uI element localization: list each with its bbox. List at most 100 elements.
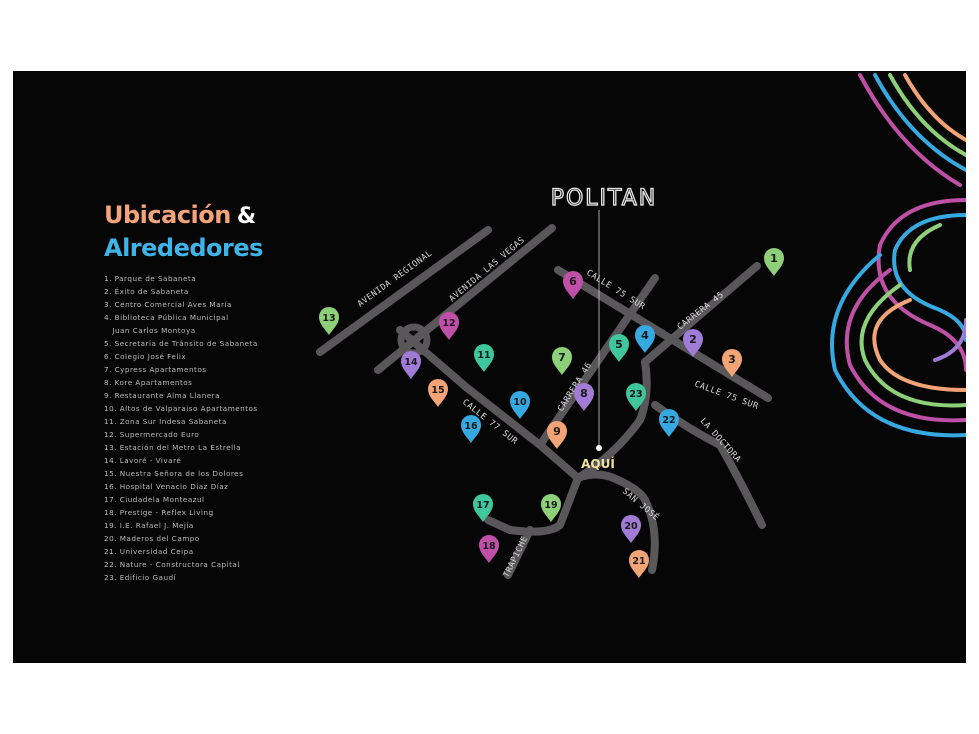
marker-number: 4 [641,329,649,342]
marker-number: 23 [629,389,642,400]
marker-16[interactable]: 16 [461,415,481,443]
marker-18[interactable]: 18 [479,535,499,563]
legend-item: 22. Nature - Constructora Capital [104,560,240,569]
politan-location-dot [596,445,602,451]
map-pin-icon [541,494,561,522]
title-alrededores: Alrededores [104,234,263,262]
legend-item: 18. Prestige - Reflex Living [104,508,214,517]
marker-19[interactable]: 19 [541,494,561,522]
legend-item: 7. Cypress Apartamentos [104,365,207,374]
street-avenida-las-vegas: AVENIDA LAS VEGAS [448,235,528,304]
map-pin-icon [626,382,646,411]
legend-item: 4. Biblioteca Pública Municipal [104,313,229,322]
legend-item: 6. Colegio José Felix [104,352,187,361]
marker-number: 14 [404,357,418,368]
marker-5[interactable]: 5 [609,334,629,362]
marker-3[interactable]: 3 [722,349,742,377]
map-pin-icon [609,334,629,362]
map-pin-icon [635,325,655,353]
map-pin-icon [461,415,481,443]
legend-item: 15. Nuestra Señora de los Dolores [104,469,244,478]
marker-number: 2 [689,333,697,346]
map-pin-icon [563,271,583,299]
marker-number: 18 [482,541,496,552]
marker-number: 15 [431,385,444,396]
roads [316,224,772,579]
marker-7[interactable]: 7 [552,347,572,375]
map-pin-icon [428,379,448,407]
marker-11[interactable]: 11 [474,344,494,372]
legend-item: 17. Ciudadela Monteazul [104,495,205,504]
marker-number: 8 [580,387,588,400]
marker-number: 11 [477,350,490,361]
map-pin-icon [722,349,742,377]
marker-15[interactable]: 15 [428,379,448,407]
legend-item: 9. Restaurante Alma Llanera [104,391,221,400]
legend-item: 13. Estación del Metro La Estrella [104,443,242,452]
legend-item: 16. Hospital Venacio Díaz Díaz [104,482,229,491]
legend-item: 1. Parque de Sabaneta [104,274,197,283]
legend-item: Juan Carlos Montoya [104,326,196,335]
map-pin-icon [683,329,703,357]
map-pin-icon [439,312,459,340]
marker-2[interactable]: 2 [683,329,703,357]
marker-9[interactable]: 9 [547,421,567,449]
marker-number: 16 [464,421,478,432]
map-pin-icon [473,494,493,522]
legend-item: 8. Kore Apartamentos [104,378,193,387]
marker-23[interactable]: 23 [626,382,646,411]
map-pin-icon [510,391,530,419]
marker-6[interactable]: 6 [563,271,583,299]
marker-number: 22 [662,415,675,426]
title-line1: Ubicación [104,201,231,229]
title-ampersand: & [236,204,256,229]
marker-4[interactable]: 4 [635,325,655,353]
marker-number: 17 [476,500,489,511]
map-pin-icon [474,344,494,372]
marker-10[interactable]: 10 [510,391,530,419]
map-pin-icon [574,383,594,411]
map-panel: Ubicación& Alrededores 1. Parque de Saba… [13,71,966,663]
marker-number: 12 [442,318,455,329]
marker-14[interactable]: 14 [401,351,421,379]
marker-12[interactable]: 12 [439,312,459,340]
politan-logo: POLITAN [551,186,658,211]
marker-13[interactable]: 13 [319,307,339,335]
map-pin-icon [401,351,421,379]
marker-17[interactable]: 17 [473,494,493,522]
marker-number: 5 [615,338,623,351]
marker-number: 19 [544,500,557,511]
places-legend: 1. Parque de Sabaneta 2. Éxito de Sabanet… [104,272,258,584]
marker-number: 10 [513,397,527,408]
legend-item: 11. Zona Sur Indesa Sabaneta [104,417,227,426]
street-trapiche: TRAPICHE [502,535,531,580]
marker-number: 6 [569,275,577,288]
here-label: AQUÍ [581,456,615,471]
map-pin-icon [659,409,679,437]
legend-item: 10. Altos de Valparaiso Apartamentos [104,404,258,413]
map-pin-icon [319,307,339,335]
legend-item: 3. Centro Comercial Aves María [104,300,232,309]
title-ubicacion: Ubicación& [104,201,256,229]
marker-20[interactable]: 20 [621,514,642,543]
legend-item: 2. Éxito de Sabaneta [104,287,189,296]
legend-item: 20. Maderos del Campo [104,534,200,543]
marker-number: 1 [770,252,778,265]
marker-number: 20 [624,521,638,532]
map-pin-icon [764,248,784,276]
street-carrera-45: CARRERA 45 [676,290,726,332]
marker-1[interactable]: 1 [764,248,784,276]
marker-21[interactable]: 21 [629,550,649,578]
legend-item: 19. I.E. Rafael J. Mejía [104,521,194,530]
map-pin-icon [552,347,572,375]
legend-item: 21. Universidad Ceipa [104,547,194,556]
legend-item: 14. Lavoré - Vivaré [104,456,182,465]
marker-22[interactable]: 22 [659,409,679,437]
marker-number: 13 [322,313,335,324]
map-pin-icon [629,550,649,578]
marker-8[interactable]: 8 [574,383,594,411]
legend-item: 12. Supermercado Euro [104,430,200,439]
marker-number: 3 [728,353,736,366]
